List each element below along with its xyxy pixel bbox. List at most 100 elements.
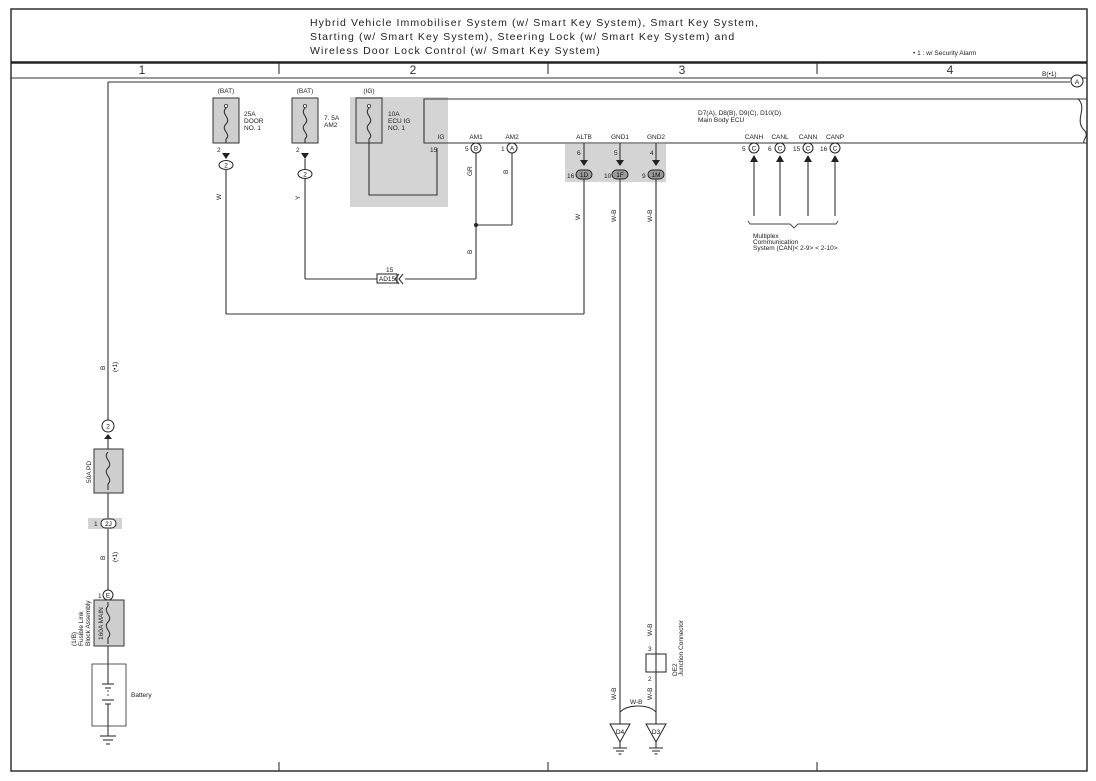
gnd1-pin: 5 bbox=[614, 150, 618, 157]
ecu-terminal-altb: ALTB bbox=[576, 134, 592, 141]
ground-d3: D3 bbox=[645, 723, 667, 755]
multiplex-line-2: Communication bbox=[753, 239, 799, 246]
ecu-terminal-canp: CANP bbox=[826, 134, 844, 141]
canp-pin: 16 bbox=[820, 146, 828, 153]
battery-label: Battery bbox=[131, 692, 152, 699]
am1-lower-wire-color: B bbox=[467, 250, 474, 254]
title-block: Hybrid Vehicle Immobiliser System (w/ Sm… bbox=[310, 17, 976, 57]
column-label-4: 4 bbox=[947, 63, 954, 77]
arrow-up-icon bbox=[831, 155, 839, 162]
fuse-icon bbox=[302, 105, 308, 143]
title-line-3: Wireless Door Lock Control (w/ Smart Key… bbox=[310, 45, 601, 57]
column-label-1: 1 bbox=[139, 63, 146, 77]
main-b2-wire-note: (•1) bbox=[112, 552, 119, 562]
title-line-2: Starting (w/ Smart Key System), Steering… bbox=[310, 31, 735, 43]
fuse-2-conn: 2 bbox=[303, 172, 307, 179]
am1-conn: B bbox=[474, 146, 478, 153]
ground-d4-label: D4 bbox=[616, 729, 625, 736]
ecu-title: D7(A), D8(B), D9(C), D10(D) bbox=[698, 110, 781, 117]
fuse-2-wire-color: Y bbox=[295, 195, 302, 200]
bridge-wire-color: W-B bbox=[630, 699, 643, 706]
brace-icon bbox=[747, 220, 839, 229]
multiplex-line-3: System (CAN)< 2-9> < 2-10> bbox=[753, 245, 838, 252]
am2-conn: A bbox=[510, 146, 515, 153]
fusible-assy-1: (1/B) bbox=[71, 632, 78, 646]
gnd1-lower-pin: 10 bbox=[604, 173, 612, 180]
pd-fuse-label: 50A PD bbox=[86, 461, 93, 483]
junction-pin: 15 bbox=[386, 267, 394, 274]
arrow-down-icon bbox=[301, 153, 309, 159]
arrow-down-icon bbox=[580, 160, 588, 166]
main-b-wire-note: (•1) bbox=[112, 362, 119, 372]
gnd2-lower-pin: 9 bbox=[642, 173, 646, 180]
fusible-pin: 1 bbox=[98, 593, 102, 600]
ecu-terminal-am1: AM1 bbox=[469, 134, 483, 141]
canh-pin: 5 bbox=[742, 146, 746, 153]
arrow-up-icon bbox=[750, 155, 758, 162]
fuse-3-pin: 15 bbox=[430, 147, 438, 154]
fuse-door-no1: (BAT) 25A DOOR NO. 1 2 2 W bbox=[212, 88, 264, 314]
ground-icon bbox=[645, 723, 667, 744]
fuse-2-rating: 7. 5A bbox=[324, 115, 340, 122]
am1-pin: 5 bbox=[465, 146, 469, 153]
offpage-label: B(•1) bbox=[1042, 71, 1057, 78]
de2-pin-top: 3 bbox=[648, 646, 652, 653]
gnd2-pin: 4 bbox=[650, 150, 654, 157]
fuse-icon bbox=[223, 105, 229, 143]
fuse-1-name2: NO. 1 bbox=[244, 125, 261, 132]
pd-fuse: 2 50A PD 1 2J bbox=[86, 419, 124, 529]
altb-lower-conn: 1D bbox=[580, 172, 589, 179]
fuse-am2: (BAT) 7. 5A AM2 2 2 Y bbox=[291, 88, 340, 279]
fusible-conn: E bbox=[106, 593, 111, 600]
canl-pin: 6 bbox=[768, 146, 772, 153]
fuse-2-pin: 2 bbox=[296, 147, 300, 154]
arrow-up-icon bbox=[804, 155, 812, 162]
ecu-terminal-am2: AM2 bbox=[505, 134, 519, 141]
ecu-terminal-canl: CANL bbox=[771, 134, 789, 141]
canp-conn: C bbox=[833, 146, 838, 153]
gnd1-wire-color: W-B bbox=[611, 209, 618, 222]
de2-name: DE2 bbox=[672, 663, 679, 676]
gnd2-mid-wire-color: W-B bbox=[647, 623, 654, 636]
column-label-2: 2 bbox=[410, 63, 417, 77]
can-terminals: 5 C 6 C 15 C 16 C Multiplex Communicatio… bbox=[742, 142, 841, 252]
gnd2-lower-conn: 1M bbox=[651, 172, 660, 179]
altb-wire-color: W bbox=[575, 213, 582, 220]
offpage-connector-a: B(•1) A bbox=[108, 71, 1084, 88]
fuse-icon bbox=[105, 451, 111, 490]
arrow-up-icon bbox=[104, 434, 112, 439]
fusible-link-block: 1 E 160A MAIN (1/B) Fusible Link Block A… bbox=[71, 589, 125, 647]
ground-d4: D4 bbox=[609, 723, 631, 755]
fuse-1-rating: 25A bbox=[244, 111, 256, 118]
multiplex-line-1: Multiplex bbox=[753, 233, 779, 240]
arrow-down-icon bbox=[222, 153, 230, 159]
fuse-2-name1: AM2 bbox=[324, 122, 338, 129]
junction-connector-de2: 3 2 DE2 Junction Connector bbox=[645, 619, 685, 683]
main-b2-wire-color: B bbox=[100, 556, 107, 560]
ground-icon bbox=[609, 723, 631, 744]
offpage-marker: A bbox=[1075, 79, 1080, 86]
gnd2-wire-color: W-B bbox=[647, 209, 654, 222]
ecu-lower-connectors: 6 5 4 16 1D 10 1F 9 1M bbox=[565, 143, 666, 182]
fuse-1-conn: 2 bbox=[224, 163, 228, 170]
de2-pin-bottom: 2 bbox=[648, 676, 652, 683]
ecu-terminal-canh: CANH bbox=[745, 134, 764, 141]
fusible-rating: 160A MAIN bbox=[98, 607, 105, 640]
cann-conn: C bbox=[806, 146, 811, 153]
main-b-wire-color: B bbox=[100, 366, 107, 370]
diagram-frame bbox=[10, 8, 1088, 772]
am1-wire-color: GR bbox=[467, 166, 474, 176]
column-label-3: 3 bbox=[679, 63, 686, 77]
junction-ad15: 15 AD15 bbox=[305, 267, 476, 285]
splice-icon bbox=[474, 223, 478, 227]
fuse-1-pin: 2 bbox=[217, 147, 221, 154]
fuse-3-name1: ECU IG bbox=[388, 118, 410, 125]
ecu-terminal-gnd2: GND2 bbox=[647, 134, 665, 141]
fuse-ecu-ig-no1: (IG) 10A ECU IG NO. 1 15 bbox=[350, 88, 448, 207]
battery: Battery bbox=[91, 663, 152, 745]
fusible-assy-2: Fusible Link bbox=[78, 611, 85, 646]
fuse-icon bbox=[366, 105, 438, 196]
altb-pin: 6 bbox=[577, 150, 581, 157]
arrow-up-icon bbox=[776, 155, 784, 162]
fuse-2-supply: (BAT) bbox=[297, 88, 314, 95]
